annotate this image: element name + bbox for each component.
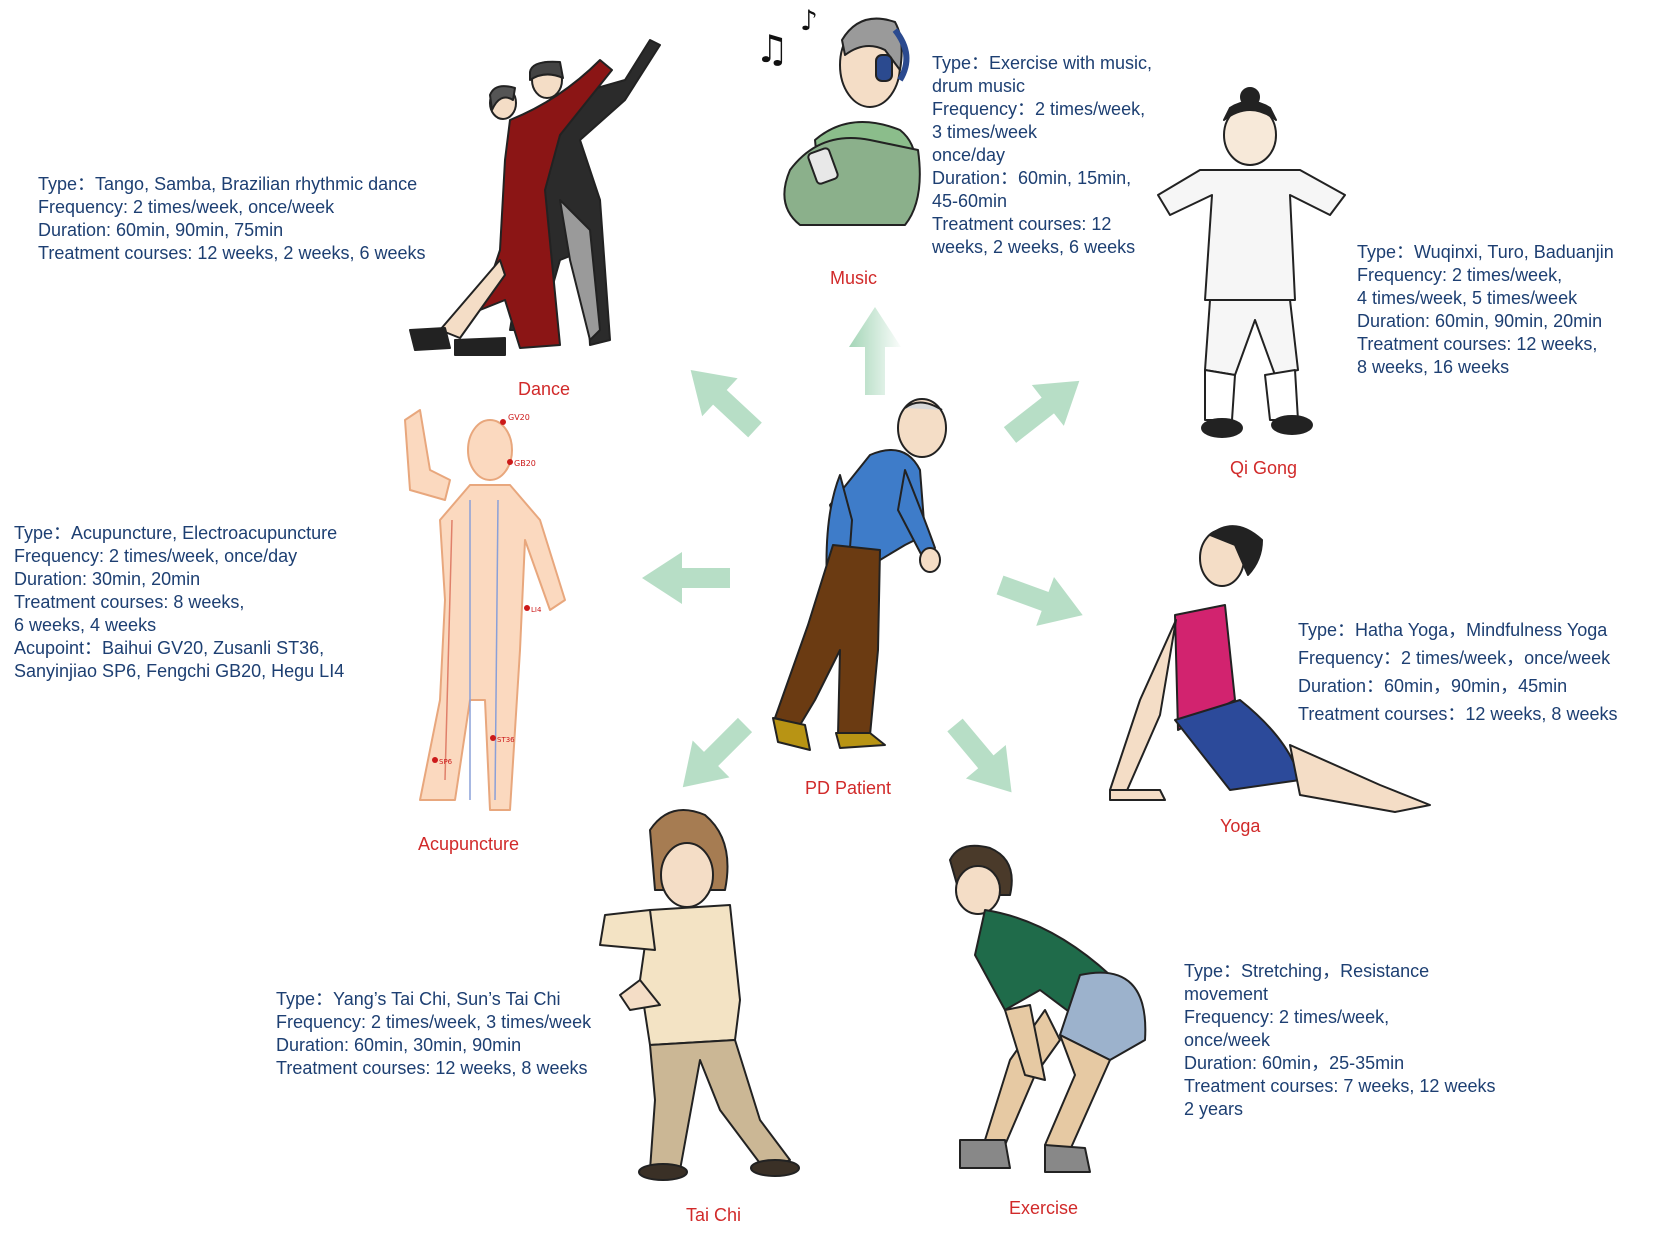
point-label-sp6: SP6 <box>439 758 453 766</box>
pd-patient-figure <box>772 398 947 751</box>
arrow-to-taichi <box>682 717 753 788</box>
info-line: Frequency: 2 times/week, 3 times/week <box>276 1012 592 1032</box>
info-line: Treatment courses: 12 <box>932 214 1112 234</box>
info-line: Type：Wuqinxi, Turo, Baduanjin <box>1357 242 1614 262</box>
info-line: Treatment courses: 12 weeks, <box>1357 334 1598 354</box>
info-line: Frequency: 2 times/week, <box>1184 1007 1390 1027</box>
music-note-icon: ♫ <box>755 27 789 71</box>
info-line: Duration: 30min, 20min <box>14 569 201 589</box>
exercise-figure <box>949 844 1147 1173</box>
arrow-to-exercise <box>947 718 1012 793</box>
info-line: weeks, 2 weeks, 6 weeks <box>932 237 1136 257</box>
info-line: Treatment courses: 8 weeks, <box>14 592 245 612</box>
info-line: Type：Tango, Samba, Brazilian rhythmic da… <box>38 174 418 194</box>
info-line: Treatment courses：12 weeks, 8 weeks <box>1298 704 1618 724</box>
dance-label: Dance <box>518 379 571 399</box>
info-line: Frequency: 2 times/week, once/day <box>14 546 298 566</box>
music-info: Type：Exercise with music, drum music Fre… <box>932 52 1152 259</box>
music-label: Music <box>830 268 878 288</box>
info-line: Frequency：2 times/week，once/week <box>1298 648 1611 668</box>
info-line: Duration: 60min, 90min, 75min <box>38 220 284 240</box>
info-line: Duration: 60min, 90min, 20min <box>1357 311 1603 331</box>
dance-figure <box>409 39 661 356</box>
point-label-gb20: GB20 <box>514 459 536 468</box>
info-line: Duration: 60min, 30min, 90min <box>276 1035 522 1055</box>
info-line: Treatment courses: 12 weeks, 2 weeks, 6 … <box>38 243 426 263</box>
arrows <box>642 307 1083 793</box>
exercise-label: Exercise <box>1009 1198 1079 1218</box>
taichi-info: Type：Yang’s Tai Chi, Sun’s Tai Chi Frequ… <box>276 988 591 1080</box>
yoga-figure <box>1109 525 1431 813</box>
arrow-to-qigong <box>1003 380 1080 443</box>
info-line: Frequency: 2 times/week, <box>1357 265 1563 285</box>
arrow-to-music <box>849 307 901 395</box>
exercise-info: Type：Stretching，Resistance movement Freq… <box>1184 960 1495 1121</box>
acupuncture-info: Type：Acupuncture, Electroacupuncture Fre… <box>14 522 344 683</box>
info-line: Type：Yang’s Tai Chi, Sun’s Tai Chi <box>276 989 561 1009</box>
point-label-li4: LI4 <box>531 606 542 614</box>
info-line: once/week <box>1184 1030 1271 1050</box>
info-line: Acupoint：Baihui GV20, Zusanli ST36, <box>14 638 325 658</box>
info-line: Treatment courses: 7 weeks, 12 weeks <box>1184 1076 1496 1096</box>
taichi-figure <box>599 809 800 1181</box>
info-line: once/day <box>932 145 1006 165</box>
info-line: Frequency：2 times/week, <box>932 99 1146 119</box>
acupuncture-label: Acupuncture <box>418 834 520 854</box>
music-figure: ♫ ♪ <box>755 4 921 226</box>
arrow-to-acupuncture <box>642 552 730 604</box>
info-line: Duration: 60min，25-35min <box>1184 1053 1405 1073</box>
arrow-to-yoga <box>996 575 1083 626</box>
yoga-label: Yoga <box>1220 816 1261 836</box>
dance-info: Type：Tango, Samba, Brazilian rhythmic da… <box>38 173 426 265</box>
info-line: Sanyinjiao SP6, Fengchi GB20, Hegu LI4 <box>14 661 345 681</box>
info-line: 2 years <box>1184 1099 1244 1119</box>
info-line: Duration：60min，90min，45min <box>1298 676 1568 696</box>
music-note-small-icon: ♪ <box>800 4 818 37</box>
yoga-info: Type：Hatha Yoga，Mindfulness Yoga Frequen… <box>1298 616 1617 728</box>
info-line: drum music <box>932 76 1026 96</box>
info-line: Type：Exercise with music, <box>932 53 1153 73</box>
info-line: 8 weeks, 16 weeks <box>1357 357 1510 377</box>
info-line: Type：Hatha Yoga，Mindfulness Yoga <box>1298 620 1608 640</box>
info-line: 45-60min <box>932 191 1008 211</box>
info-line: Frequency: 2 times/week, once/week <box>38 197 335 217</box>
qigong-label: Qi Gong <box>1230 458 1298 478</box>
info-line: 3 times/week <box>932 122 1038 142</box>
info-line: Type：Acupuncture, Electroacupuncture <box>14 523 338 543</box>
qigong-info: Type：Wuqinxi, Turo, Baduanjin Frequency:… <box>1357 241 1614 379</box>
taichi-label: Tai Chi <box>686 1205 742 1225</box>
info-line: Treatment courses: 12 weeks, 8 weeks <box>276 1058 588 1078</box>
info-line: movement <box>1184 984 1269 1004</box>
info-line: 6 weeks, 4 weeks <box>14 615 157 635</box>
point-label-gv20: GV20 <box>508 413 530 422</box>
arrow-to-dance <box>690 369 762 438</box>
point-label-st36: ST36 <box>497 736 515 744</box>
info-line: Duration：60min, 15min, <box>932 168 1132 188</box>
info-line: 4 times/week, 5 times/week <box>1357 288 1578 308</box>
info-line: Type：Stretching，Resistance <box>1184 961 1430 981</box>
pd-patient-label: PD Patient <box>805 778 892 798</box>
acupuncture-figure: GV20 GB20 LI4 ST36 SP6 <box>404 409 566 811</box>
qigong-figure <box>1157 87 1346 438</box>
